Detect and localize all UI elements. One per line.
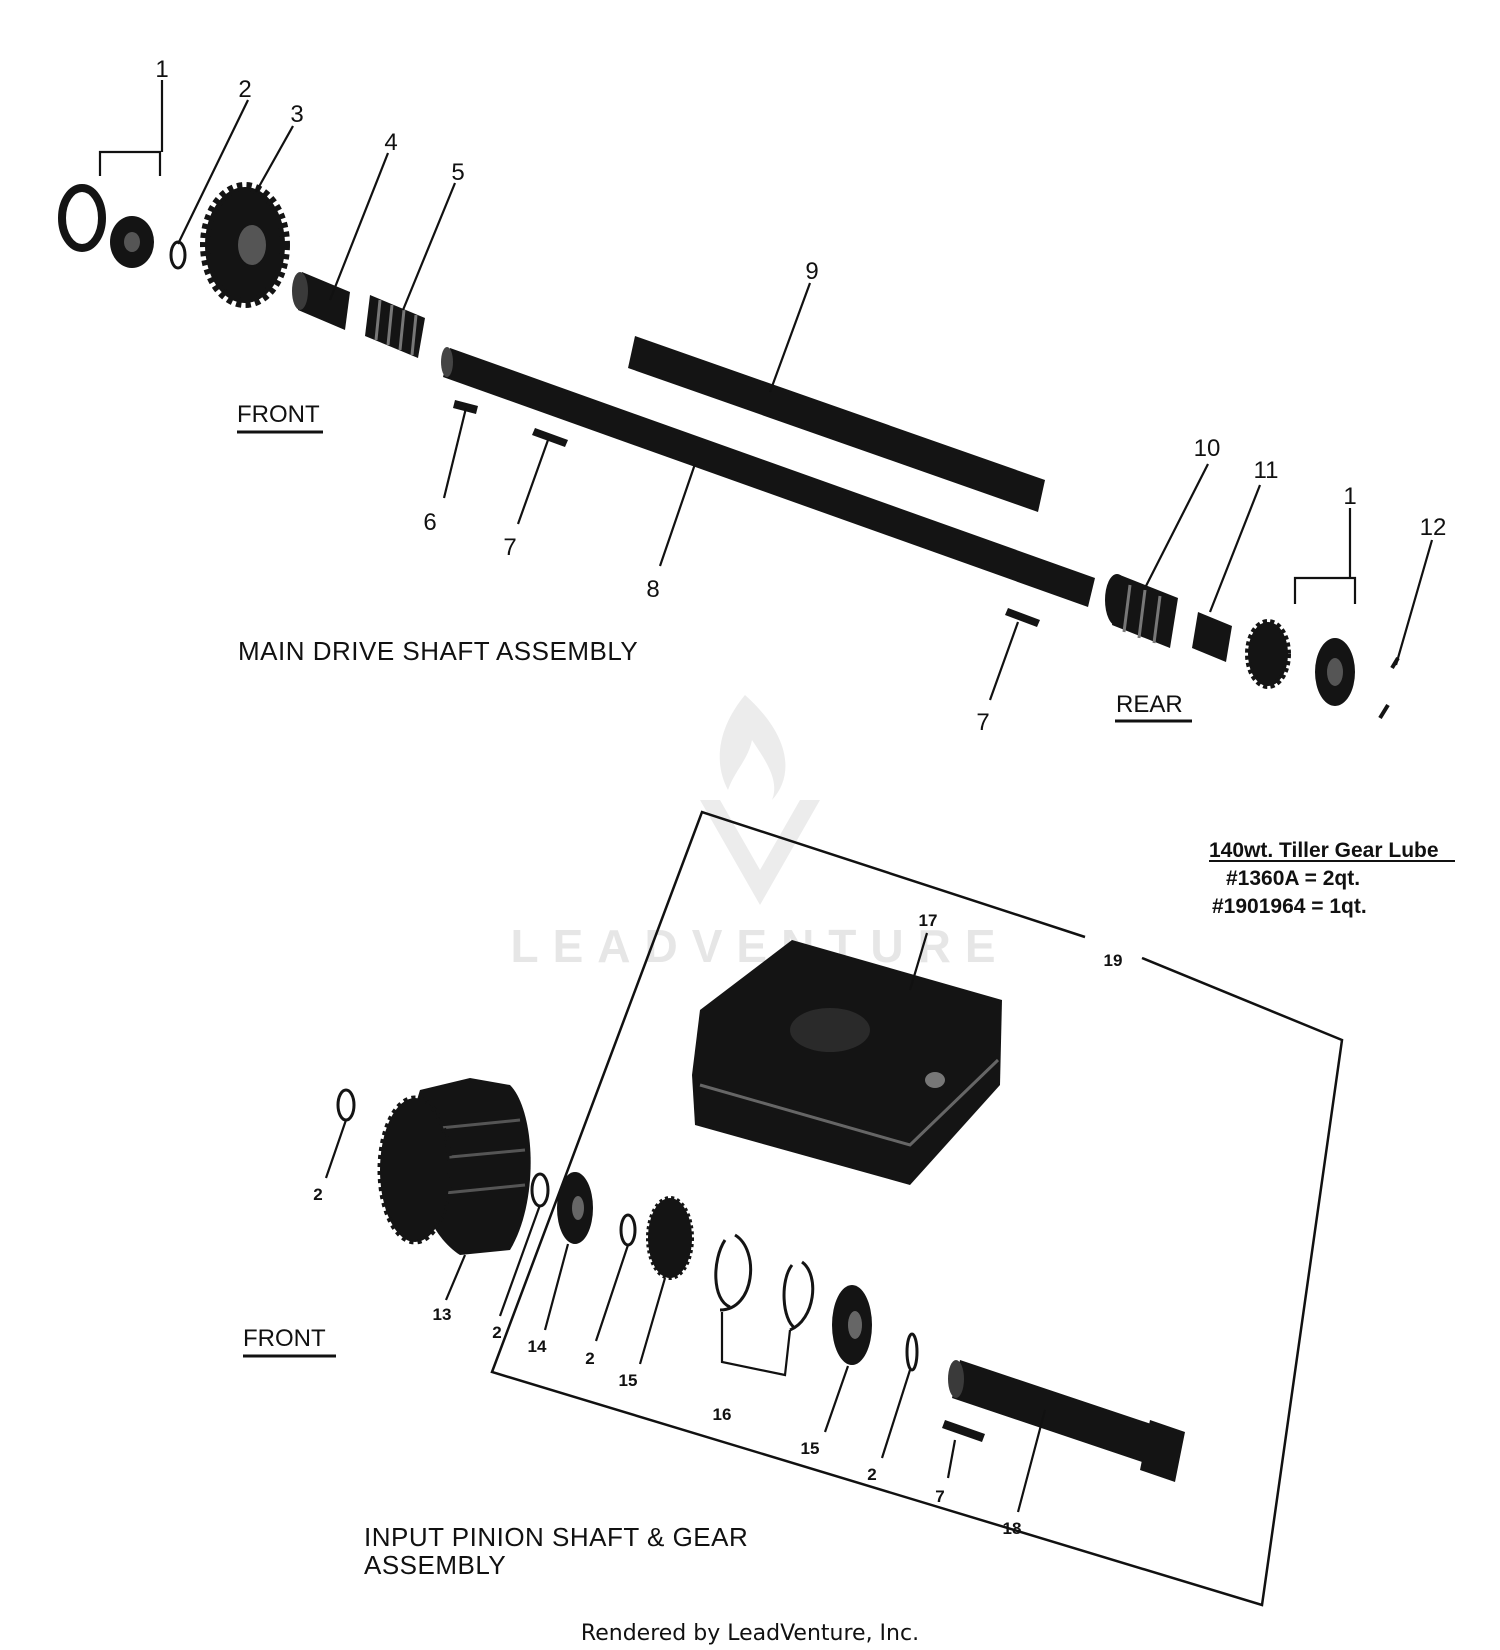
main-drive-parts [58, 182, 1400, 720]
callout: 1 [155, 56, 168, 83]
rear-label: REAR [1116, 691, 1183, 718]
snap-ring-16b [782, 1260, 815, 1332]
spacer-rear [1192, 612, 1232, 662]
ball-bearing-15-rear-center [848, 1311, 862, 1339]
callout: 2 [867, 1465, 876, 1484]
watermark-text: LEADVENTURE [510, 920, 1009, 972]
square-key-pinion [942, 1420, 985, 1442]
input-pinion-title-line2: ASSEMBLY [364, 1550, 506, 1580]
retaining-ring-pinion-4 [905, 1332, 919, 1372]
retaining-ring-pinion-3 [619, 1213, 637, 1247]
callout: 2 [313, 1185, 322, 1204]
bearing-cup-rear-center [1327, 658, 1343, 686]
callout: 9 [805, 258, 818, 285]
callout: 6 [423, 509, 436, 536]
callout: 16 [713, 1405, 732, 1424]
main-drive-title: MAIN DRIVE SHAFT ASSEMBLY [238, 636, 638, 666]
lube-note: 140wt. Tiller Gear Lube #1360A = 2qt. #1… [1209, 839, 1455, 918]
input-pinion-title-line1: INPUT PINION SHAFT & GEAR [364, 1522, 748, 1552]
callout: 12 [1420, 514, 1447, 541]
callout: 19 [1104, 951, 1123, 970]
callout: 7 [935, 1487, 944, 1506]
retaining-ring-pinion-2 [530, 1172, 550, 1208]
callout: 15 [619, 1371, 638, 1390]
callout: 17 [919, 911, 938, 930]
bearing-cone-front-center [124, 232, 140, 252]
callout: 7 [503, 534, 516, 561]
main-shaft [443, 348, 1095, 607]
lube-note-title: 140wt. Tiller Gear Lube [1209, 839, 1439, 862]
bearing-cup-front [58, 184, 106, 252]
callout: 10 [1194, 435, 1221, 462]
callouts-main: 1 2 3 4 5 6 7 8 9 7 10 11 1 12 [155, 56, 1446, 736]
callouts-pinion: 17 19 2 13 2 14 2 15 16 15 2 7 18 [313, 911, 1122, 1538]
assembly-19-outline [490, 810, 1344, 1607]
snap-ring-16a [714, 1233, 753, 1312]
lube-note-line2: #1901964 = 1qt. [1212, 895, 1367, 918]
lube-note-line1: #1360A = 2qt. [1226, 867, 1360, 890]
spur-gear [200, 182, 290, 308]
callout: 3 [290, 101, 303, 128]
callout: 14 [528, 1337, 547, 1356]
retaining-clip [1378, 656, 1400, 720]
secondary-shaft [628, 336, 1045, 512]
input-pinion-parts [336, 940, 1185, 1482]
callout: 2 [492, 1323, 501, 1342]
callout: 18 [1003, 1519, 1022, 1538]
retaining-ring-front [169, 240, 187, 270]
footer-credit: Rendered by LeadVenture, Inc. [581, 1621, 919, 1646]
callout: 15 [801, 1439, 820, 1458]
ball-bearing-15-front [646, 1196, 694, 1280]
watermark-chevron-icon [700, 800, 820, 905]
front-label-pinion: FRONT [243, 1325, 326, 1352]
helical-gear [1105, 574, 1178, 648]
woodruff-key [453, 400, 478, 414]
callout: 4 [384, 129, 397, 156]
retaining-ring-pinion-1 [336, 1088, 356, 1122]
housing-cover [692, 940, 1002, 1185]
callout: 5 [451, 159, 464, 186]
callout: 11 [1254, 457, 1279, 484]
ball-bearing-14-center [572, 1196, 584, 1220]
callout: 8 [646, 576, 659, 603]
watermark: LEADVENTURE [510, 695, 1009, 972]
leader-lines-main [98, 80, 1434, 701]
worm-gear [365, 295, 425, 358]
bearing-cone-rear [1245, 619, 1291, 689]
pinion-shaft [948, 1360, 1185, 1482]
callout: 13 [433, 1305, 452, 1324]
square-key-2 [1005, 608, 1040, 627]
spacer-sleeve [292, 272, 350, 330]
square-key-1 [532, 428, 568, 447]
callout: 7 [976, 709, 989, 736]
callout: 2 [585, 1349, 594, 1368]
drive-pulley [377, 1078, 531, 1255]
leader-lines-pinion [324, 932, 1047, 1513]
watermark-flame-icon [719, 695, 786, 800]
callout: 2 [238, 76, 251, 103]
front-label-main: FRONT [237, 401, 320, 428]
callout: 1 [1343, 483, 1356, 510]
main-shaft-end [441, 347, 453, 377]
